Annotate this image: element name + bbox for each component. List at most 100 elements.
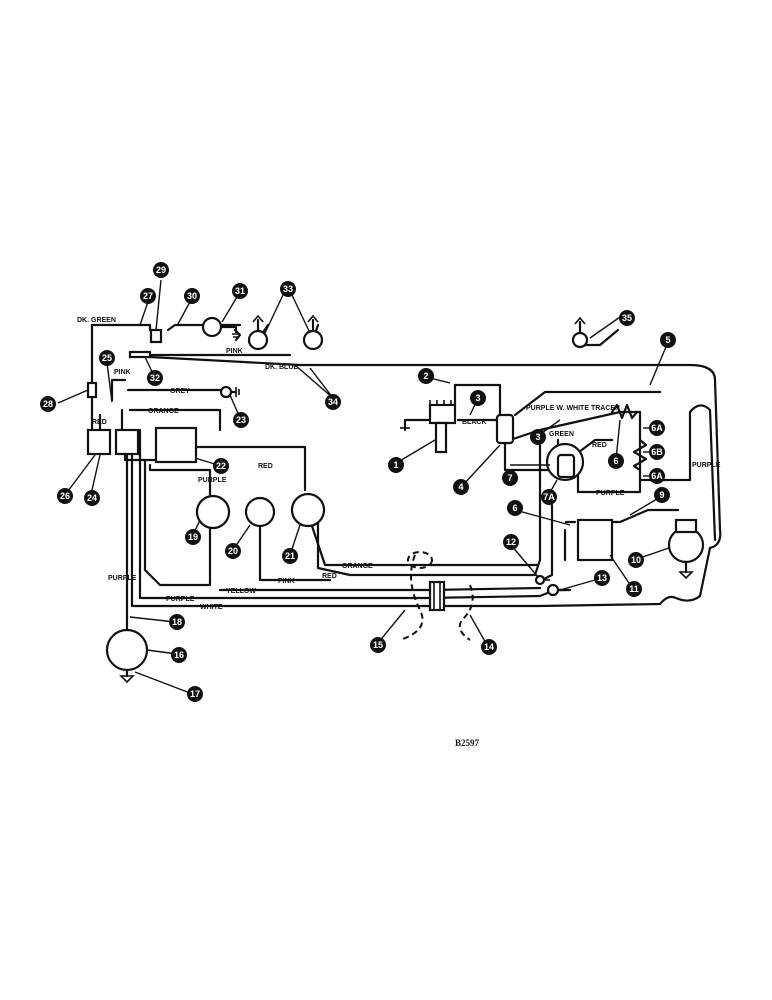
callout-25-text: 25 xyxy=(102,353,112,363)
callout-11: 11 xyxy=(626,581,642,597)
callout-14: 14 xyxy=(481,639,497,655)
sender-23 xyxy=(219,385,240,399)
label-orange-bottom: ORANGE xyxy=(342,563,373,570)
label-dk-green: DK. GREEN xyxy=(77,317,116,324)
label-purple-bottom: PURPLE xyxy=(166,596,195,603)
label-purple-right: PURPLE xyxy=(692,462,721,469)
label-purple-mid: PURPLE xyxy=(198,477,227,484)
callout-26: 26 xyxy=(57,488,73,504)
callout-33-text: 33 xyxy=(283,284,293,294)
connector-block-14 xyxy=(428,580,446,612)
relay-24 xyxy=(114,428,140,456)
wire-labels: DK. GREEN PINK DK. BLUE PINK GREY RED OR… xyxy=(77,317,721,611)
drawing-code: B2597 xyxy=(455,738,480,748)
callout-6-bat: 6 xyxy=(507,500,523,516)
label-dk-blue: DK. BLUE xyxy=(265,364,298,371)
label-white: WHITE xyxy=(200,604,223,611)
callout-16-text: 16 xyxy=(174,650,184,660)
callout-3b-text: 3 xyxy=(535,432,540,442)
callout-2-text: 2 xyxy=(423,371,428,381)
callout-20: 20 xyxy=(225,543,241,559)
light-31 xyxy=(201,316,240,338)
callout-29-text: 29 xyxy=(156,265,166,275)
switch-12 xyxy=(534,574,550,586)
callout-1: 1 xyxy=(388,457,404,473)
gauge-19 xyxy=(195,494,231,530)
label-orange-top: ORANGE xyxy=(148,408,179,415)
callout-5-text: 5 xyxy=(665,335,670,345)
lamp-33-left xyxy=(247,314,269,351)
label-green: GREEN xyxy=(549,431,574,438)
callout-32: 32 xyxy=(147,370,163,386)
battery-11 xyxy=(564,518,614,562)
callout-29: 29 xyxy=(153,262,169,278)
callout-12: 12 xyxy=(503,534,519,550)
coil-4 xyxy=(495,413,515,445)
label-red-right: RED xyxy=(592,442,607,449)
callout-24-text: 24 xyxy=(87,493,97,503)
callout-7a-text: 7A xyxy=(543,492,555,502)
callouts: 29 27 30 31 33 35 5 25 32 2 34 28 3 23 3… xyxy=(40,262,676,702)
wire-battery xyxy=(540,503,680,582)
callout-34-text: 34 xyxy=(328,397,338,407)
callout-13-text: 13 xyxy=(597,573,607,583)
label-purple-vertical: PURPLE xyxy=(108,575,137,582)
leader-lines xyxy=(57,279,670,694)
callout-6: 6 xyxy=(608,453,624,469)
callout-27-text: 27 xyxy=(143,291,153,301)
label-yellow: YELLOW xyxy=(226,588,256,595)
callout-1-text: 1 xyxy=(393,460,398,470)
callout-6a-top-text: 6A xyxy=(651,423,663,433)
label-pink-left: PINK xyxy=(114,369,131,376)
callout-27: 27 xyxy=(140,288,156,304)
connector-32 xyxy=(128,350,152,359)
resistor-6 xyxy=(610,403,648,472)
label-purple-bottom-right: PURPLE xyxy=(596,490,625,497)
callout-3a-text: 3 xyxy=(475,393,480,403)
label-red-mid: RED xyxy=(258,463,273,470)
callout-9-text: 9 xyxy=(659,490,664,500)
generator-regulator-7 xyxy=(545,442,585,482)
callout-30-text: 30 xyxy=(187,291,197,301)
label-grey: GREY xyxy=(170,388,190,395)
callout-17: 17 xyxy=(187,686,203,702)
callout-31-text: 31 xyxy=(235,286,245,296)
lamp-35 xyxy=(571,316,589,349)
callout-4: 4 xyxy=(453,479,469,495)
gauge-21 xyxy=(290,492,326,528)
fuse-28 xyxy=(86,381,98,399)
callout-22: 22 xyxy=(213,458,229,474)
callout-18-text: 18 xyxy=(172,617,182,627)
callout-7-text: 7 xyxy=(507,473,512,483)
switch-22 xyxy=(154,426,198,464)
callout-17-text: 17 xyxy=(190,689,200,699)
callout-11-text: 11 xyxy=(629,584,639,594)
starter-10 xyxy=(667,518,705,580)
wire-dk-green xyxy=(90,323,152,432)
callout-23: 23 xyxy=(233,412,249,428)
callout-6a-bot: 6A xyxy=(649,468,665,484)
callout-15: 15 xyxy=(370,637,386,653)
callout-7: 7 xyxy=(502,470,518,486)
relay-26 xyxy=(86,428,112,456)
harness-loops xyxy=(399,551,474,641)
callout-15-text: 15 xyxy=(373,640,383,650)
callout-22-text: 22 xyxy=(216,461,226,471)
callout-12-text: 12 xyxy=(506,537,516,547)
callout-33: 33 xyxy=(280,281,296,297)
label-pink-top: PINK xyxy=(226,348,243,355)
callout-2: 2 xyxy=(418,368,434,384)
callout-5: 5 xyxy=(660,332,676,348)
callout-13: 13 xyxy=(594,570,610,586)
callout-6-text: 6 xyxy=(613,456,618,466)
callout-21-text: 21 xyxy=(285,551,295,561)
callout-28-text: 28 xyxy=(43,399,53,409)
distributor-1 xyxy=(400,400,457,454)
callout-16: 16 xyxy=(171,647,187,663)
callout-23-text: 23 xyxy=(236,415,246,425)
callout-28: 28 xyxy=(40,396,56,412)
callout-32-text: 32 xyxy=(150,373,160,383)
callout-35: 35 xyxy=(619,310,635,326)
gauge-20 xyxy=(244,496,276,528)
